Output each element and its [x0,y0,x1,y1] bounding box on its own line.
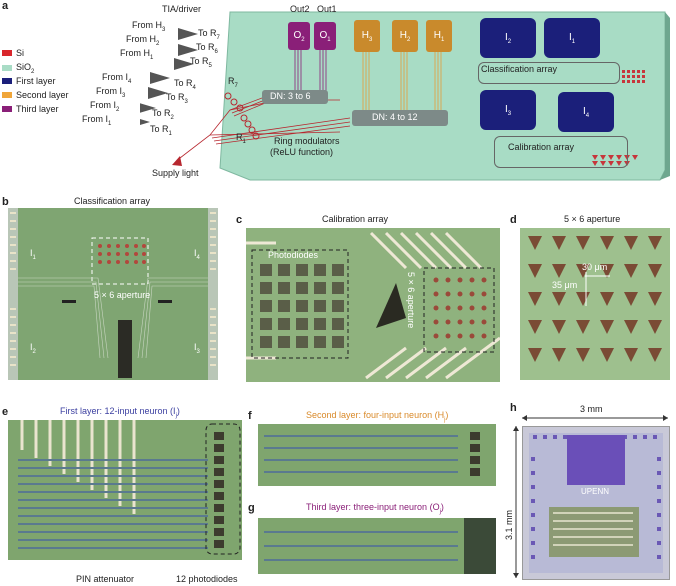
from-to-3: From I4 [102,72,132,85]
block-h3: H3 [354,20,380,52]
block-i1: I1 [544,18,600,58]
g-micrograph [258,518,496,574]
b-i4: I4 [194,248,200,261]
panel-letter-a: a [2,0,9,12]
legend-swatch-si [2,50,12,56]
c-micrograph: Photodiodes 5 × 6 aperture [246,228,500,382]
panel-letter-c: c [236,214,243,226]
to-5: To R2 [152,108,174,121]
h-width-label: 3 mm [580,404,603,414]
from-to-0: From H3 [132,20,166,33]
dn-4-12-box [352,110,448,126]
block-o2: O2 [288,22,310,50]
label-relu: (ReLU function) [270,147,334,157]
label-supply-light: Supply light [152,168,199,178]
c-photodiodes-label: Photodiodes [268,250,319,260]
panel-letter-e: e [2,406,9,418]
label-r7: R7 [228,76,238,89]
legend-label-second-layer: Second layer [16,90,69,100]
d-micrograph: 30 μm 35 μm [520,228,670,380]
d-micrograph-art [528,236,662,362]
f-micrograph-art [264,432,480,476]
legend-label-first-layer: First layer [16,76,56,86]
block-i2: I2 [480,18,536,58]
b-title: Classification array [74,196,151,206]
legend-swatch-first-layer [2,78,12,84]
block-i4: I4 [558,92,614,132]
h-height-label: 3.1 mm [504,509,515,541]
block-h2: H2 [392,20,418,52]
b-micrograph: I1 I4 I2 I3 5 × 6 aperture [8,208,218,380]
label-dn-3-6: DN: 3 to 6 [270,91,311,101]
legend-item-si: Si [2,48,24,58]
legend-swatch-sio2 [2,65,12,72]
legend-item-third-layer: Third layer [2,104,59,114]
e-photodiodes-label: 12 photodiodes [176,574,238,584]
legend: Si SiO2 First layer Second layer Third l… [2,48,82,128]
h-chip-photo: UPENN [522,426,670,580]
c-title: Calibration array [322,214,389,224]
panel-letter-f: f [248,410,252,422]
legend-swatch-third-layer [2,106,12,112]
d-dim30: 30 μm [582,262,608,272]
from-to-5: From I2 [90,100,120,113]
block-o1: O1 [314,22,336,50]
from-to-4: From I3 [96,86,126,99]
block-h1: H1 [426,20,452,52]
f-title: Second layer: four-input neuron (Hj) [306,410,449,423]
e-micrograph [8,420,242,560]
legend-item-sio2: SiO2 [2,62,34,75]
panel-letter-d: d [510,214,517,226]
label-r1: R1 [236,132,246,145]
legend-item-first-layer: First layer [2,76,56,86]
d-dim35: 35 μm [552,280,578,290]
h-logo-text: UPENN [581,487,610,496]
block-i3: I3 [480,90,536,130]
h-height-arrow [513,426,519,578]
b-i3: I3 [194,342,200,355]
to-2: To R5 [190,56,212,69]
label-ring-modulators: Ring modulators [274,136,340,146]
h-chip-art [529,433,663,573]
d-title: 5 × 6 aperture [564,214,621,224]
from-to-1: From H2 [126,34,160,47]
classification-array-box [478,62,620,84]
label-dn-4-12: DN: 4 to 12 [372,112,418,122]
e-title: First layer: 12-input neuron (Ij) [60,406,180,419]
to-1: To R6 [196,42,218,55]
panel-letter-b: b [2,196,9,208]
label-out1: Out1 [317,4,337,14]
c-aperture-label: 5 × 6 aperture [406,272,416,329]
legend-label-third-layer: Third layer [16,104,59,114]
to-4: To R3 [166,92,188,105]
label-classification-array: Classification array [481,64,558,74]
to-0: To R7 [198,28,220,41]
g-micrograph-art [264,518,496,574]
b-aperture-label: 5 × 6 aperture [94,290,151,300]
calibration-array-box [494,136,628,168]
h-width-arrow [522,415,668,421]
c-micrograph-art [246,231,500,380]
from-to-2: From H1 [120,48,154,61]
e-pin-label: PIN attenuator [76,574,135,584]
legend-label-si: Si [16,48,25,58]
label-tia-driver: TIA/driver [162,4,202,14]
g-title: Third layer: three-input neuron (Oj) [306,502,444,515]
dn-3-6-box [262,90,328,104]
f-micrograph [258,424,496,486]
legend-label-sio2: SiO2 [16,62,35,75]
from-to-6: From I1 [82,114,112,127]
b-micrograph-art [8,208,218,380]
to-6: To R1 [150,124,172,137]
to-3: To R4 [174,78,196,91]
b-i1: I1 [30,248,36,261]
legend-item-second-layer: Second layer [2,90,69,100]
label-calibration-array: Calibration array [508,142,575,152]
panel-letter-h: h [510,402,517,414]
label-out2: Out2 [290,4,310,14]
legend-swatch-second-layer [2,92,12,98]
panel-letter-g: g [248,502,255,514]
b-i2: I2 [30,342,36,355]
e-micrograph-art [18,420,241,555]
